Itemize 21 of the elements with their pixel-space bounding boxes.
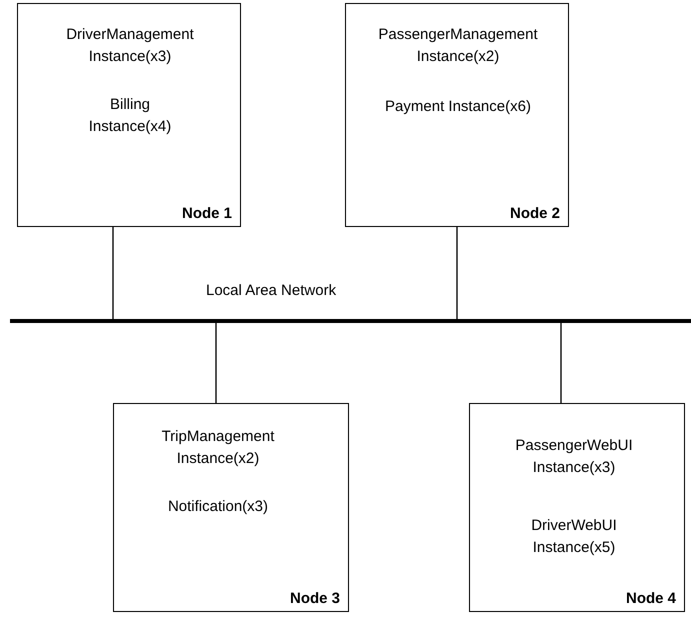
network-label: Local Area Network xyxy=(206,282,336,299)
connector-line xyxy=(560,323,562,403)
connector-line xyxy=(456,227,458,319)
node-title: Node 3 xyxy=(290,590,340,607)
server-node-box xyxy=(469,403,685,612)
connector-line xyxy=(215,323,217,403)
node-title: Node 1 xyxy=(182,205,232,222)
component-label: DriverManagement Instance(x3) xyxy=(65,25,195,67)
component-label: TripManagement Instance(x2) xyxy=(160,427,276,469)
node-title: Node 4 xyxy=(626,590,676,607)
component-label: Notification(x3) xyxy=(166,497,270,517)
connector-line xyxy=(112,227,114,319)
server-node-box xyxy=(17,3,241,227)
component-label: PassengerWebUI Instance(x3) xyxy=(514,436,634,478)
server-node-box xyxy=(345,3,569,227)
server-node-box xyxy=(113,403,349,612)
component-label: Payment Instance(x6) xyxy=(384,97,532,117)
component-label: Billing Instance(x4) xyxy=(88,95,172,137)
component-label: PassengerManagement Instance(x2) xyxy=(377,25,539,67)
node-title: Node 2 xyxy=(510,205,560,222)
component-label: DriverWebUI Instance(x5) xyxy=(530,516,618,558)
